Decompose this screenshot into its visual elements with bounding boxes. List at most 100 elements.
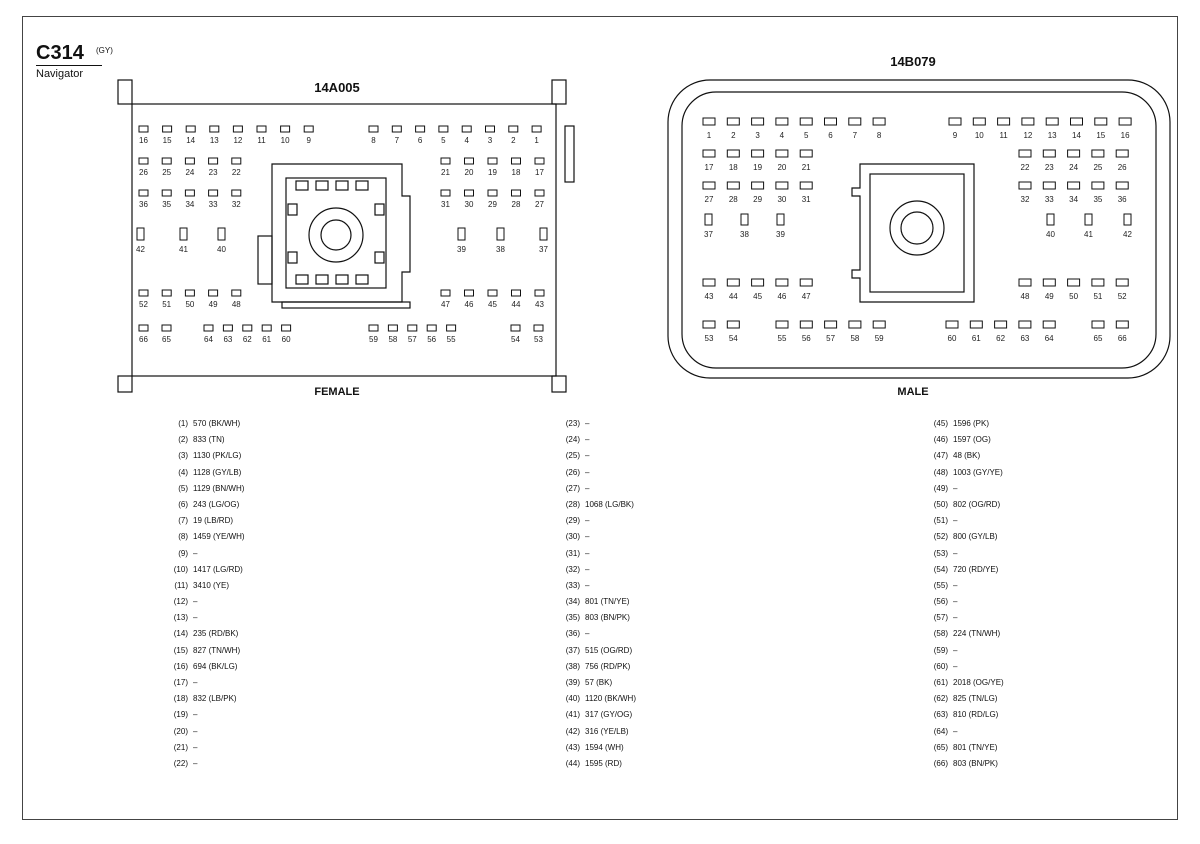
pin-cavity <box>1067 149 1081 158</box>
pin-assignment-row: (43)1594 (WH) <box>558 740 636 756</box>
pin-circuit: – <box>585 419 590 428</box>
pin-circuit: 2018 (OG/YE) <box>953 678 1004 687</box>
pin-circuit: 19 (LB/RD) <box>193 516 234 526</box>
pin-number: (30) <box>565 532 580 542</box>
pin-assignment-row: (15)827 (TN/WH) <box>166 643 245 659</box>
pin-cavity <box>438 125 449 133</box>
pin-cavity <box>1042 278 1056 287</box>
pin-cavity <box>1115 181 1129 190</box>
pin-list-column-1: (1)570 (BK/WH)(2)833 (TN)(3)1130 (PK/LG)… <box>166 416 245 772</box>
pin-assignment-row: (28)1068 (LG/BK) <box>558 497 636 513</box>
pin-number: (32) <box>565 564 580 574</box>
pin-cavity <box>848 117 862 126</box>
pin-assignment-row: (53)– <box>926 546 1004 562</box>
pin-circuit: 756 (RD/PK) <box>585 661 631 671</box>
pin-assignment-row: (42)316 (YE/LB) <box>558 724 636 740</box>
pin-label: 52 <box>139 300 148 309</box>
pin-number: (27) <box>565 483 580 493</box>
pin-label: 54 <box>511 335 520 344</box>
pin-label: 50 <box>1069 292 1078 301</box>
pin-number: (1) <box>178 419 188 428</box>
pin-assignment-row: (62)825 (TN/LG) <box>926 691 1004 707</box>
pin-cavity <box>387 324 398 332</box>
pin-label: 63 <box>1020 334 1029 343</box>
pin-assignment-row: (5)1129 (BN/WH) <box>166 481 245 497</box>
pin-label: 62 <box>996 334 1005 343</box>
pin-label: 59 <box>875 334 884 343</box>
pin-assignment-row: (51)– <box>926 513 1004 529</box>
pin-label: 31 <box>441 200 450 209</box>
pin-assignment-row: (27)– <box>558 481 636 497</box>
pin-cavity <box>368 125 379 133</box>
pin-cavity <box>208 289 219 297</box>
pin-circuit: 1003 (GY/YE) <box>953 467 1003 477</box>
pin-cavity <box>702 320 716 329</box>
pin-assignment-row: (66)803 (BN/PK) <box>926 756 1004 772</box>
pin-number: (29) <box>565 516 580 526</box>
pin-number: (24) <box>565 435 580 445</box>
pin-label: 32 <box>1021 195 1030 204</box>
pin-label: 62 <box>243 335 252 344</box>
pin-assignment-row: (20)– <box>166 724 245 740</box>
pin-label: 56 <box>427 335 436 344</box>
pin-label: 22 <box>232 168 241 177</box>
pin-number: (17) <box>173 678 188 687</box>
pin-cavity <box>539 227 548 241</box>
pin-assignment-row: (48)1003 (GY/YE) <box>926 465 1004 481</box>
pin-cavity <box>184 157 195 165</box>
pin-circuit: – <box>585 580 590 590</box>
pin-cavity <box>824 117 837 126</box>
pin-cavity <box>391 125 402 133</box>
pin-assignment-row: (65)801 (TN/YE) <box>926 740 1004 756</box>
pin-circuit: 1596 (PK) <box>953 419 990 428</box>
pin-cavity <box>775 320 789 329</box>
pin-cavity <box>726 149 740 158</box>
pin-label: 66 <box>1118 334 1127 343</box>
pin-label: 44 <box>512 300 521 309</box>
pin-cavity <box>534 189 545 197</box>
pin-cavity <box>1042 149 1056 158</box>
pin-label: 2 <box>731 131 736 140</box>
pin-circuit: 316 (YE/LB) <box>585 726 629 736</box>
pin-label: 64 <box>1045 334 1054 343</box>
pin-label: 45 <box>488 300 497 309</box>
pin-cavity <box>161 289 172 297</box>
pin-label: 34 <box>1069 195 1078 204</box>
pin-label: 15 <box>163 136 172 145</box>
pin-assignment-row: (26)– <box>558 465 636 481</box>
female-part-number: 14A005 <box>314 80 360 95</box>
pin-cavity <box>464 189 474 197</box>
pin-label: 59 <box>369 335 378 344</box>
pin-cavity <box>702 278 716 287</box>
pin-cavity <box>457 227 466 241</box>
pin-label: 5 <box>804 131 809 140</box>
connector-id: C314 <box>36 42 84 64</box>
pin-cavity <box>261 324 272 332</box>
pin-cavity <box>461 125 472 133</box>
pin-cavity <box>1084 213 1093 226</box>
pin-assignment-row: (63)810 (RD/LG) <box>926 707 1004 723</box>
pin-circuit: – <box>193 678 198 687</box>
pin-cavity <box>281 324 292 332</box>
pin-cavity <box>161 189 172 197</box>
pin-cavity <box>1094 117 1108 126</box>
pin-cavity <box>948 117 962 126</box>
pin-cavity <box>208 189 219 197</box>
pin-circuit: – <box>193 597 198 607</box>
pin-label: 36 <box>1118 195 1127 204</box>
pin-cavity <box>702 117 716 126</box>
pin-number: (5) <box>178 483 188 493</box>
pin-circuit: – <box>953 580 958 590</box>
pin-circuit: 243 (LG/OG) <box>193 499 240 509</box>
pin-label: 26 <box>139 168 148 177</box>
pin-assignment-row: (54)720 (RD/YE) <box>926 562 1004 578</box>
pin-label: 64 <box>204 335 213 344</box>
pin-label: 18 <box>729 163 738 172</box>
pin-assignment-row: (44)1595 (RD) <box>558 756 636 772</box>
female-label: FEMALE <box>314 386 360 398</box>
pin-circuit: – <box>585 516 590 526</box>
pin-label: 20 <box>777 163 786 172</box>
pin-cavity <box>256 125 267 133</box>
